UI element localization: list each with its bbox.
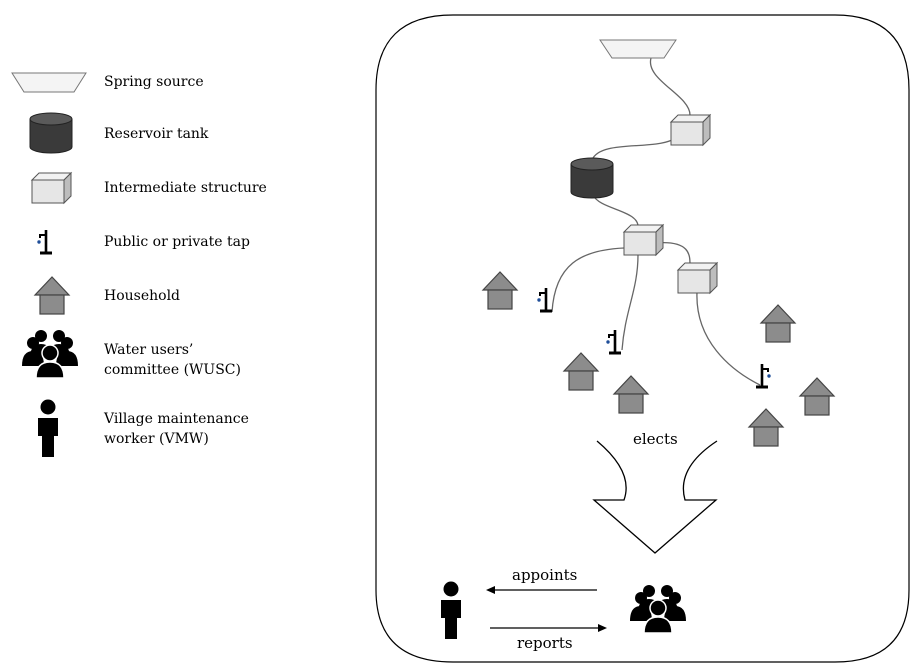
elects-arrow <box>592 440 718 554</box>
reservoir-tank-icon <box>29 112 73 154</box>
legend-label-worker: Village maintenance worker (VMW) <box>104 409 249 449</box>
household <box>760 304 796 343</box>
household <box>482 271 518 310</box>
intermediate-structure-icon <box>31 172 72 204</box>
intermediate-structure <box>670 114 711 146</box>
system-boundary <box>375 14 910 663</box>
legend-label-committee: Water users’ committee (WUSC) <box>104 340 241 380</box>
elects-label: elects <box>633 430 678 448</box>
legend-label-household: Household <box>104 288 181 304</box>
appoints-label: appoints <box>512 566 578 584</box>
legend-label-worker-line1: Village maintenance <box>104 411 249 427</box>
tap <box>604 328 623 355</box>
household <box>748 408 784 447</box>
reports-arrow <box>490 624 607 632</box>
village-maintenance-worker <box>441 581 461 639</box>
water-users-committee <box>629 584 687 634</box>
legend-label-committee-line2: committee (WUSC) <box>104 362 241 378</box>
legend-label-spring-source: Spring source <box>104 74 204 90</box>
household-icon <box>34 276 70 315</box>
appoints-arrow <box>486 586 597 594</box>
pipe-network <box>551 57 761 386</box>
worker-icon <box>38 399 58 457</box>
legend-label-tap: Public or private tap <box>104 234 250 250</box>
tap <box>535 286 554 313</box>
intermediate-structure <box>623 224 664 256</box>
spring-source-icon <box>11 72 87 93</box>
legend-label-reservoir-tank: Reservoir tank <box>104 126 209 142</box>
household <box>799 377 835 416</box>
spring-source <box>599 39 677 59</box>
legend-label-worker-line2: worker (VMW) <box>104 431 209 447</box>
reports-label: reports <box>517 634 573 652</box>
legend-label-intermediate-structure: Intermediate structure <box>104 180 267 196</box>
reservoir-tank <box>570 157 614 199</box>
tap-icon <box>35 228 54 255</box>
household <box>563 352 599 391</box>
committee-icon <box>21 329 79 379</box>
legend-label-committee-line1: Water users’ <box>104 342 194 358</box>
household <box>613 375 649 414</box>
intermediate-structure <box>677 262 718 294</box>
